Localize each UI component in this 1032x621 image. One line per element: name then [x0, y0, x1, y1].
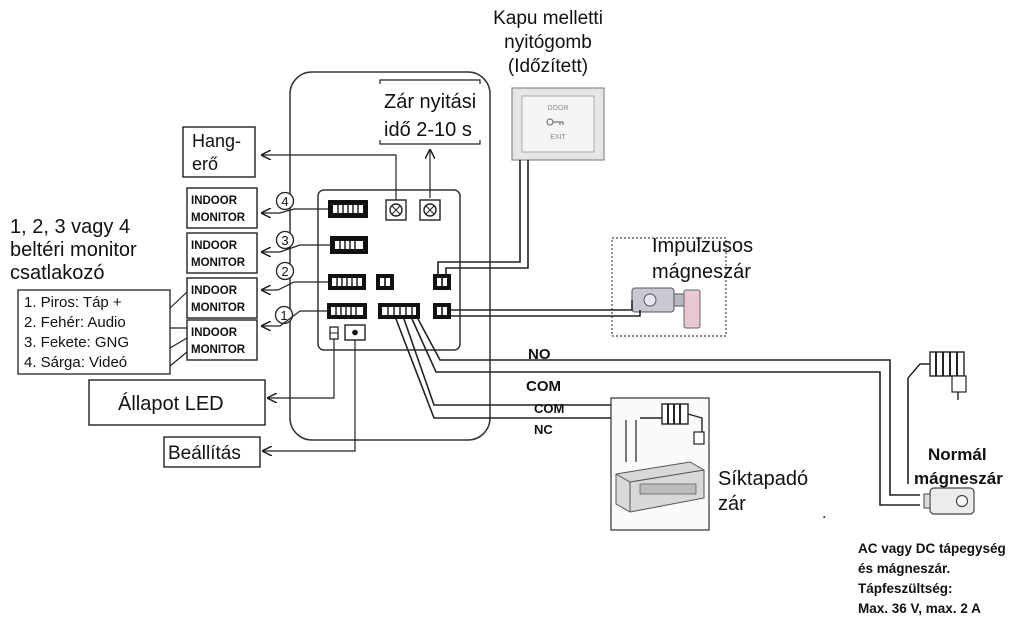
status-led-arrow [268, 339, 335, 398]
connector-heading-1: 1, 2, 3 vagy 4 [10, 216, 130, 238]
indoor-monitor-4: INDOOR MONITOR [186, 187, 258, 229]
com-wire [403, 318, 610, 406]
settings-label: Beállítás [168, 443, 241, 464]
pin-3: 3. Fekete: GNG [24, 334, 129, 351]
indoor-monitor-2-line2: MONITOR [191, 302, 246, 314]
monitor-3-arrow [262, 244, 330, 252]
no-wire [417, 318, 920, 496]
volume-potentiometer [385, 199, 407, 221]
indoor-monitor-3-line1: INDOOR [191, 240, 238, 252]
pin-2: 2. Fehér: Audio [24, 314, 126, 331]
pulse-lock-label-1: Impulzusos [652, 235, 753, 257]
door-plate-bottom: EXIT [550, 134, 566, 141]
indoor-monitor-4-line2: MONITOR [191, 212, 246, 224]
normal-lock-plug-icon [907, 351, 967, 400]
flat-lock-plug-icon [640, 403, 705, 445]
relay-nc-label: NC [534, 422, 553, 437]
connector-4 [328, 200, 368, 218]
normal-lock-label-2: mágneszár [914, 469, 1003, 488]
unlock-time-label-2: idő 2-10 s [384, 119, 472, 141]
settings-box [163, 436, 261, 468]
door-button-caption-3: (Időzített) [508, 56, 588, 77]
indoor-monitor-2-line1: INDOOR [191, 285, 238, 297]
monitor-number-3: 3 [275, 230, 295, 250]
monitor-number-2-text: 2 [281, 264, 288, 279]
indoor-monitor-1-line2: MONITOR [191, 344, 246, 356]
status-led-label: Állapot LED [118, 392, 224, 415]
pin-1: 1. Piros: Táp + [24, 294, 122, 311]
status-led [329, 326, 339, 340]
unlock-time-bracket [379, 79, 481, 145]
indoor-monitor-3-line2: MONITOR [191, 257, 246, 269]
monitor-2-arrow [262, 281, 328, 290]
pulse-lock-wire-1 [451, 300, 633, 311]
note-line-4: Max. 36 V, max. 2 A [858, 601, 981, 616]
connector-3 [330, 236, 368, 254]
connector-1 [327, 303, 367, 319]
unlock-time-potentiometer [419, 199, 441, 221]
note-line-1: AC vagy DC tápegység [858, 541, 1006, 556]
unlock-time-label-1: Zár nyitási [384, 91, 476, 113]
pulse-lock-wire-2 [451, 310, 641, 317]
volume-box [182, 126, 256, 178]
flat-lock-icon [615, 461, 705, 513]
connector-2pin-c [433, 303, 451, 319]
pulse-lock-frame [611, 237, 727, 337]
flat-lock-label-2: zár [718, 493, 746, 515]
monitor-number-1-text: 1 [280, 308, 287, 323]
outdoor-unit-housing [289, 71, 491, 441]
settings-arrow [263, 340, 356, 451]
relay-com-label: COM [534, 401, 564, 416]
indoor-monitor-1: INDOOR MONITOR [186, 319, 258, 361]
note-line-2: és mágneszár. [858, 561, 950, 576]
pulse-lock-icon [631, 287, 701, 329]
relay-connector [378, 303, 420, 319]
note-line-3: Tápfeszültség: [858, 581, 953, 596]
connector-2pin-a [376, 274, 394, 290]
indoor-monitor-2: INDOOR MONITOR [186, 277, 258, 319]
monitor-number-1: 1 [274, 305, 294, 325]
door-plate-top: DOOR [548, 105, 569, 112]
relay-no-label: NO [528, 346, 551, 363]
pin-4: 4. Sárga: Videó [24, 354, 127, 371]
com-main-wire [411, 318, 920, 506]
connector-heading-3: csatlakozó [10, 262, 105, 284]
status-led-box [88, 379, 266, 426]
volume-arrow [262, 155, 397, 200]
pulse-lock-label-2: mágneszár [652, 261, 751, 283]
nc-wire [395, 318, 650, 419]
door-button-caption-1: Kapu melletti [493, 8, 603, 29]
monitor-1-arrow [262, 310, 327, 326]
volume-label-1: Hang- [192, 131, 241, 151]
monitor-number-4: 4 [275, 191, 295, 211]
volume-label-2: erő [192, 154, 218, 174]
flat-lock-leads [625, 420, 637, 462]
door-button-wire-1 [437, 160, 521, 278]
normal-lock-icon [923, 487, 975, 515]
key-icon [546, 118, 564, 126]
connector-heading-2: beltéri monitor [10, 239, 137, 261]
indoor-monitor-3: INDOOR MONITOR [186, 232, 258, 274]
door-exit-button: DOOR EXIT [511, 87, 605, 161]
monitor-number-4-text: 4 [281, 194, 288, 209]
door-button-wire-2 [445, 160, 529, 278]
relay-com-main-label: COM [526, 378, 561, 395]
monitor-number-2: 2 [275, 261, 295, 281]
pin-legend-leaders [169, 291, 188, 367]
monitor-4-arrow [262, 209, 328, 213]
settings-button [344, 324, 366, 341]
normal-lock-label-1: Normál [928, 445, 987, 464]
stray-dot: . [822, 505, 826, 522]
indoor-monitor-4-line1: INDOOR [191, 195, 238, 207]
terminal-board [317, 189, 461, 351]
door-button-caption-2: nyitógomb [504, 32, 592, 53]
flat-lock-label-1: Síktapadó [718, 468, 808, 490]
monitor-number-3-text: 3 [281, 233, 288, 248]
connector-2 [328, 274, 366, 290]
indoor-monitor-1-line1: INDOOR [191, 327, 238, 339]
pin-legend-box [17, 289, 171, 375]
connector-2pin-b [433, 274, 451, 290]
